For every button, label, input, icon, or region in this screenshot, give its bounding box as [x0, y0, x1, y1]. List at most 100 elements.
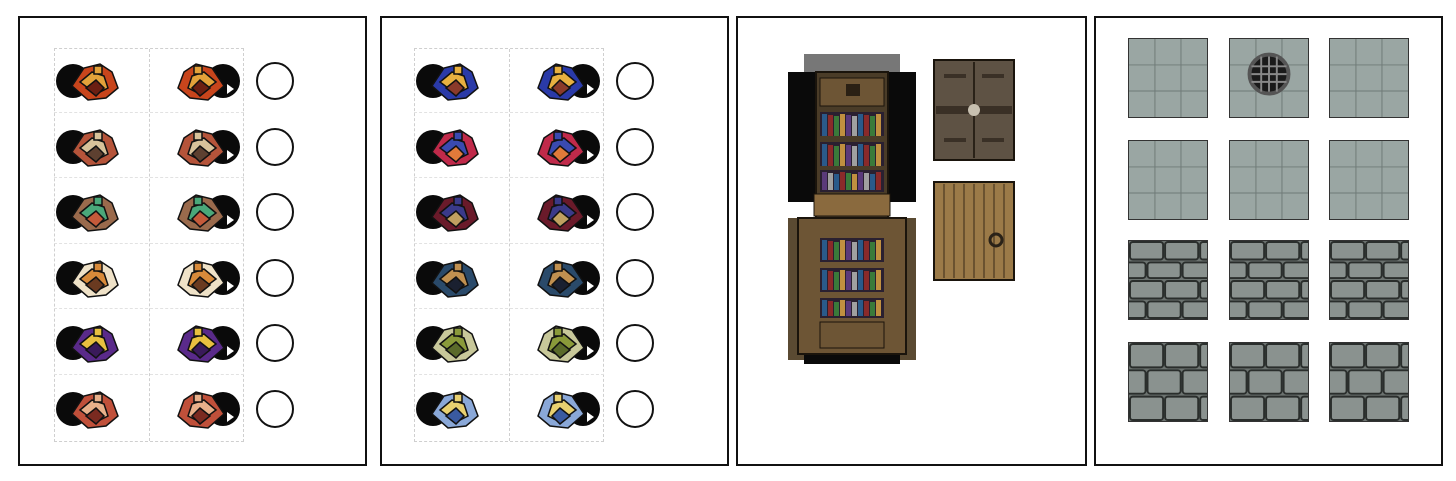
book	[870, 174, 875, 190]
token-left	[416, 384, 506, 434]
book	[828, 241, 833, 260]
miniature-figure-icon	[66, 386, 126, 432]
tile-brick	[1212, 342, 1336, 422]
base-circle	[616, 324, 654, 362]
book	[834, 242, 839, 260]
miniature-figure-icon	[426, 255, 486, 301]
book	[846, 173, 851, 190]
tile-brick	[1312, 342, 1436, 422]
book	[834, 146, 839, 166]
book	[828, 145, 833, 166]
base-circle	[616, 193, 654, 231]
miniature-figure-icon	[170, 386, 230, 432]
base-circle	[616, 258, 654, 297]
book	[852, 272, 857, 290]
book	[858, 114, 863, 136]
tile-floor	[1329, 38, 1409, 118]
book	[864, 145, 869, 166]
base-circle	[616, 62, 654, 100]
facing-arrow-icon	[227, 215, 234, 225]
token-sheet-2-panel	[380, 16, 729, 466]
book	[840, 300, 845, 316]
book	[858, 270, 863, 290]
book	[864, 241, 869, 260]
book	[822, 300, 827, 316]
token-right	[150, 384, 240, 434]
book	[858, 240, 863, 260]
book	[852, 302, 857, 316]
miniature-figure-icon	[426, 124, 486, 170]
base-circle	[256, 324, 294, 362]
token-left	[416, 253, 506, 303]
facing-arrow-icon	[227, 346, 234, 356]
book	[840, 144, 845, 166]
book	[822, 270, 827, 290]
book	[840, 240, 845, 260]
base-circle	[616, 389, 654, 428]
tile-floor	[1229, 140, 1309, 220]
facing-arrow-icon	[587, 149, 594, 160]
miniature-figure-icon	[530, 124, 590, 170]
facing-arrow-icon	[587, 346, 594, 356]
token-left	[56, 122, 146, 172]
miniature-figure-icon	[170, 124, 230, 170]
token-sheet-1-panel	[18, 16, 367, 466]
book	[822, 172, 827, 190]
base-circle	[256, 62, 294, 100]
book	[846, 115, 851, 136]
book	[852, 116, 857, 136]
facing-arrow-icon	[227, 280, 234, 291]
token-left	[416, 56, 506, 106]
miniature-figure-icon	[530, 386, 590, 432]
base-circle	[256, 193, 294, 231]
miniature-figure-icon	[530, 320, 590, 366]
base-circle	[256, 127, 294, 166]
token-cut-area	[414, 48, 604, 442]
miniature-figure-icon	[530, 58, 590, 104]
miniature-figure-icon	[170, 58, 230, 104]
book	[864, 271, 869, 290]
token-left	[56, 318, 146, 368]
miniature-figure-icon	[66, 189, 126, 235]
facing-arrow-icon	[227, 149, 234, 160]
book	[822, 144, 827, 166]
facing-arrow-icon	[227, 84, 234, 94]
book	[852, 146, 857, 166]
book	[858, 172, 863, 190]
book	[858, 300, 863, 316]
book	[864, 301, 869, 316]
facing-arrow-icon	[587, 280, 594, 291]
book	[870, 302, 875, 316]
book	[858, 144, 863, 166]
book	[828, 115, 833, 136]
book	[876, 270, 881, 290]
tile-brick	[1111, 342, 1235, 422]
token-left	[56, 187, 146, 237]
token-right	[150, 187, 240, 237]
book	[864, 173, 869, 190]
furniture-sheet-panel	[736, 16, 1087, 466]
book	[840, 172, 845, 190]
book	[876, 240, 881, 260]
book	[846, 271, 851, 290]
miniature-figure-icon	[66, 320, 126, 366]
book	[846, 241, 851, 260]
book	[828, 271, 833, 290]
token-right	[510, 384, 600, 434]
tile-floor	[1329, 140, 1409, 220]
book	[840, 270, 845, 290]
book	[864, 115, 869, 136]
token-right	[510, 253, 600, 303]
double-door-icon	[933, 59, 1015, 161]
miniature-figure-icon	[426, 320, 486, 366]
book	[870, 272, 875, 290]
book	[870, 242, 875, 260]
tile-floor-grate	[1229, 38, 1309, 118]
token-left	[56, 56, 146, 106]
token-right	[510, 318, 600, 368]
tile-floor	[1128, 140, 1208, 220]
miniature-figure-icon	[530, 189, 590, 235]
base-circle	[616, 127, 654, 166]
bookcase-icon	[788, 54, 916, 364]
dungeon-tiles-panel	[1094, 16, 1443, 466]
